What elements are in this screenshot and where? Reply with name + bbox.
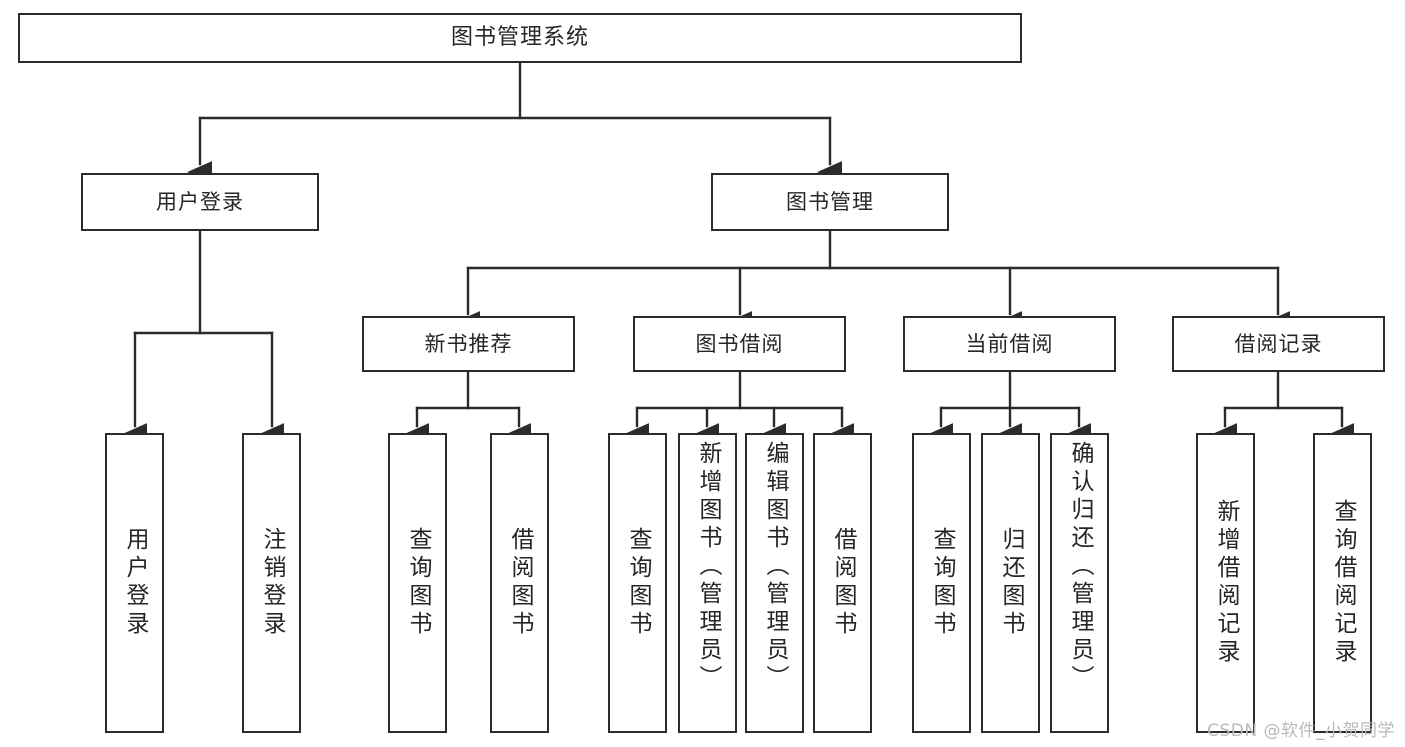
node-label: 查询图书: [405, 527, 431, 639]
leaf-book-borrow-add-book-admin[interactable]: 新增图书（管理员）: [678, 433, 737, 733]
leaf-borrow-record-query-record[interactable]: 查询借阅记录: [1313, 433, 1372, 733]
node-label: 编辑图书（管理员）: [762, 441, 788, 693]
leaf-current-borrow-return-book[interactable]: 归还图书: [981, 433, 1040, 733]
node-borrow-record[interactable]: 借阅记录: [1172, 316, 1385, 372]
node-label: 借阅记录: [1234, 331, 1323, 356]
node-label: 查询图书: [625, 527, 651, 639]
node-label: 图书借阅: [695, 331, 784, 356]
leaf-current-borrow-confirm-return-admin[interactable]: 确认归还（管理员）: [1050, 433, 1109, 733]
node-current-borrow[interactable]: 当前借阅: [903, 316, 1116, 372]
leaf-borrow-record-add-record[interactable]: 新增借阅记录: [1196, 433, 1255, 733]
node-label: 新增图书（管理员）: [695, 441, 721, 693]
node-new-book-recommend[interactable]: 新书推荐: [362, 316, 575, 372]
node-book-management[interactable]: 图书管理: [711, 173, 949, 231]
leaf-current-borrow-query-book[interactable]: 查询图书: [912, 433, 971, 733]
node-book-borrow[interactable]: 图书借阅: [633, 316, 846, 372]
node-label: 查询借阅记录: [1330, 499, 1356, 667]
leaf-new-book-borrow-book[interactable]: 借阅图书: [490, 433, 549, 733]
node-label: 用户登录: [122, 527, 148, 639]
node-label: 用户登录: [156, 189, 244, 214]
node-label: 查询图书: [929, 527, 955, 639]
leaf-book-borrow-edit-book-admin[interactable]: 编辑图书（管理员）: [745, 433, 804, 733]
node-label: 借阅图书: [507, 527, 533, 639]
node-label: 图书管理系统: [450, 25, 589, 50]
node-label: 借阅图书: [830, 527, 856, 639]
leaf-new-book-query-book[interactable]: 查询图书: [388, 433, 447, 733]
node-root-book-management-system[interactable]: 图书管理系统: [18, 13, 1022, 63]
node-user-login[interactable]: 用户登录: [81, 173, 319, 231]
node-label: 确认归还（管理员）: [1067, 441, 1093, 693]
leaf-book-borrow-query-book[interactable]: 查询图书: [608, 433, 667, 733]
node-label: 归还图书: [998, 527, 1024, 639]
leaf-user-login-logout[interactable]: 注销登录: [242, 433, 301, 733]
leaf-book-borrow-borrow-book[interactable]: 借阅图书: [813, 433, 872, 733]
node-label: 图书管理: [786, 189, 874, 214]
node-label: 当前借阅: [965, 331, 1054, 356]
node-label: 新增借阅记录: [1213, 499, 1239, 667]
node-label: 新书推荐: [424, 331, 513, 356]
node-label: 注销登录: [259, 527, 285, 639]
leaf-user-login-login[interactable]: 用户登录: [105, 433, 164, 733]
